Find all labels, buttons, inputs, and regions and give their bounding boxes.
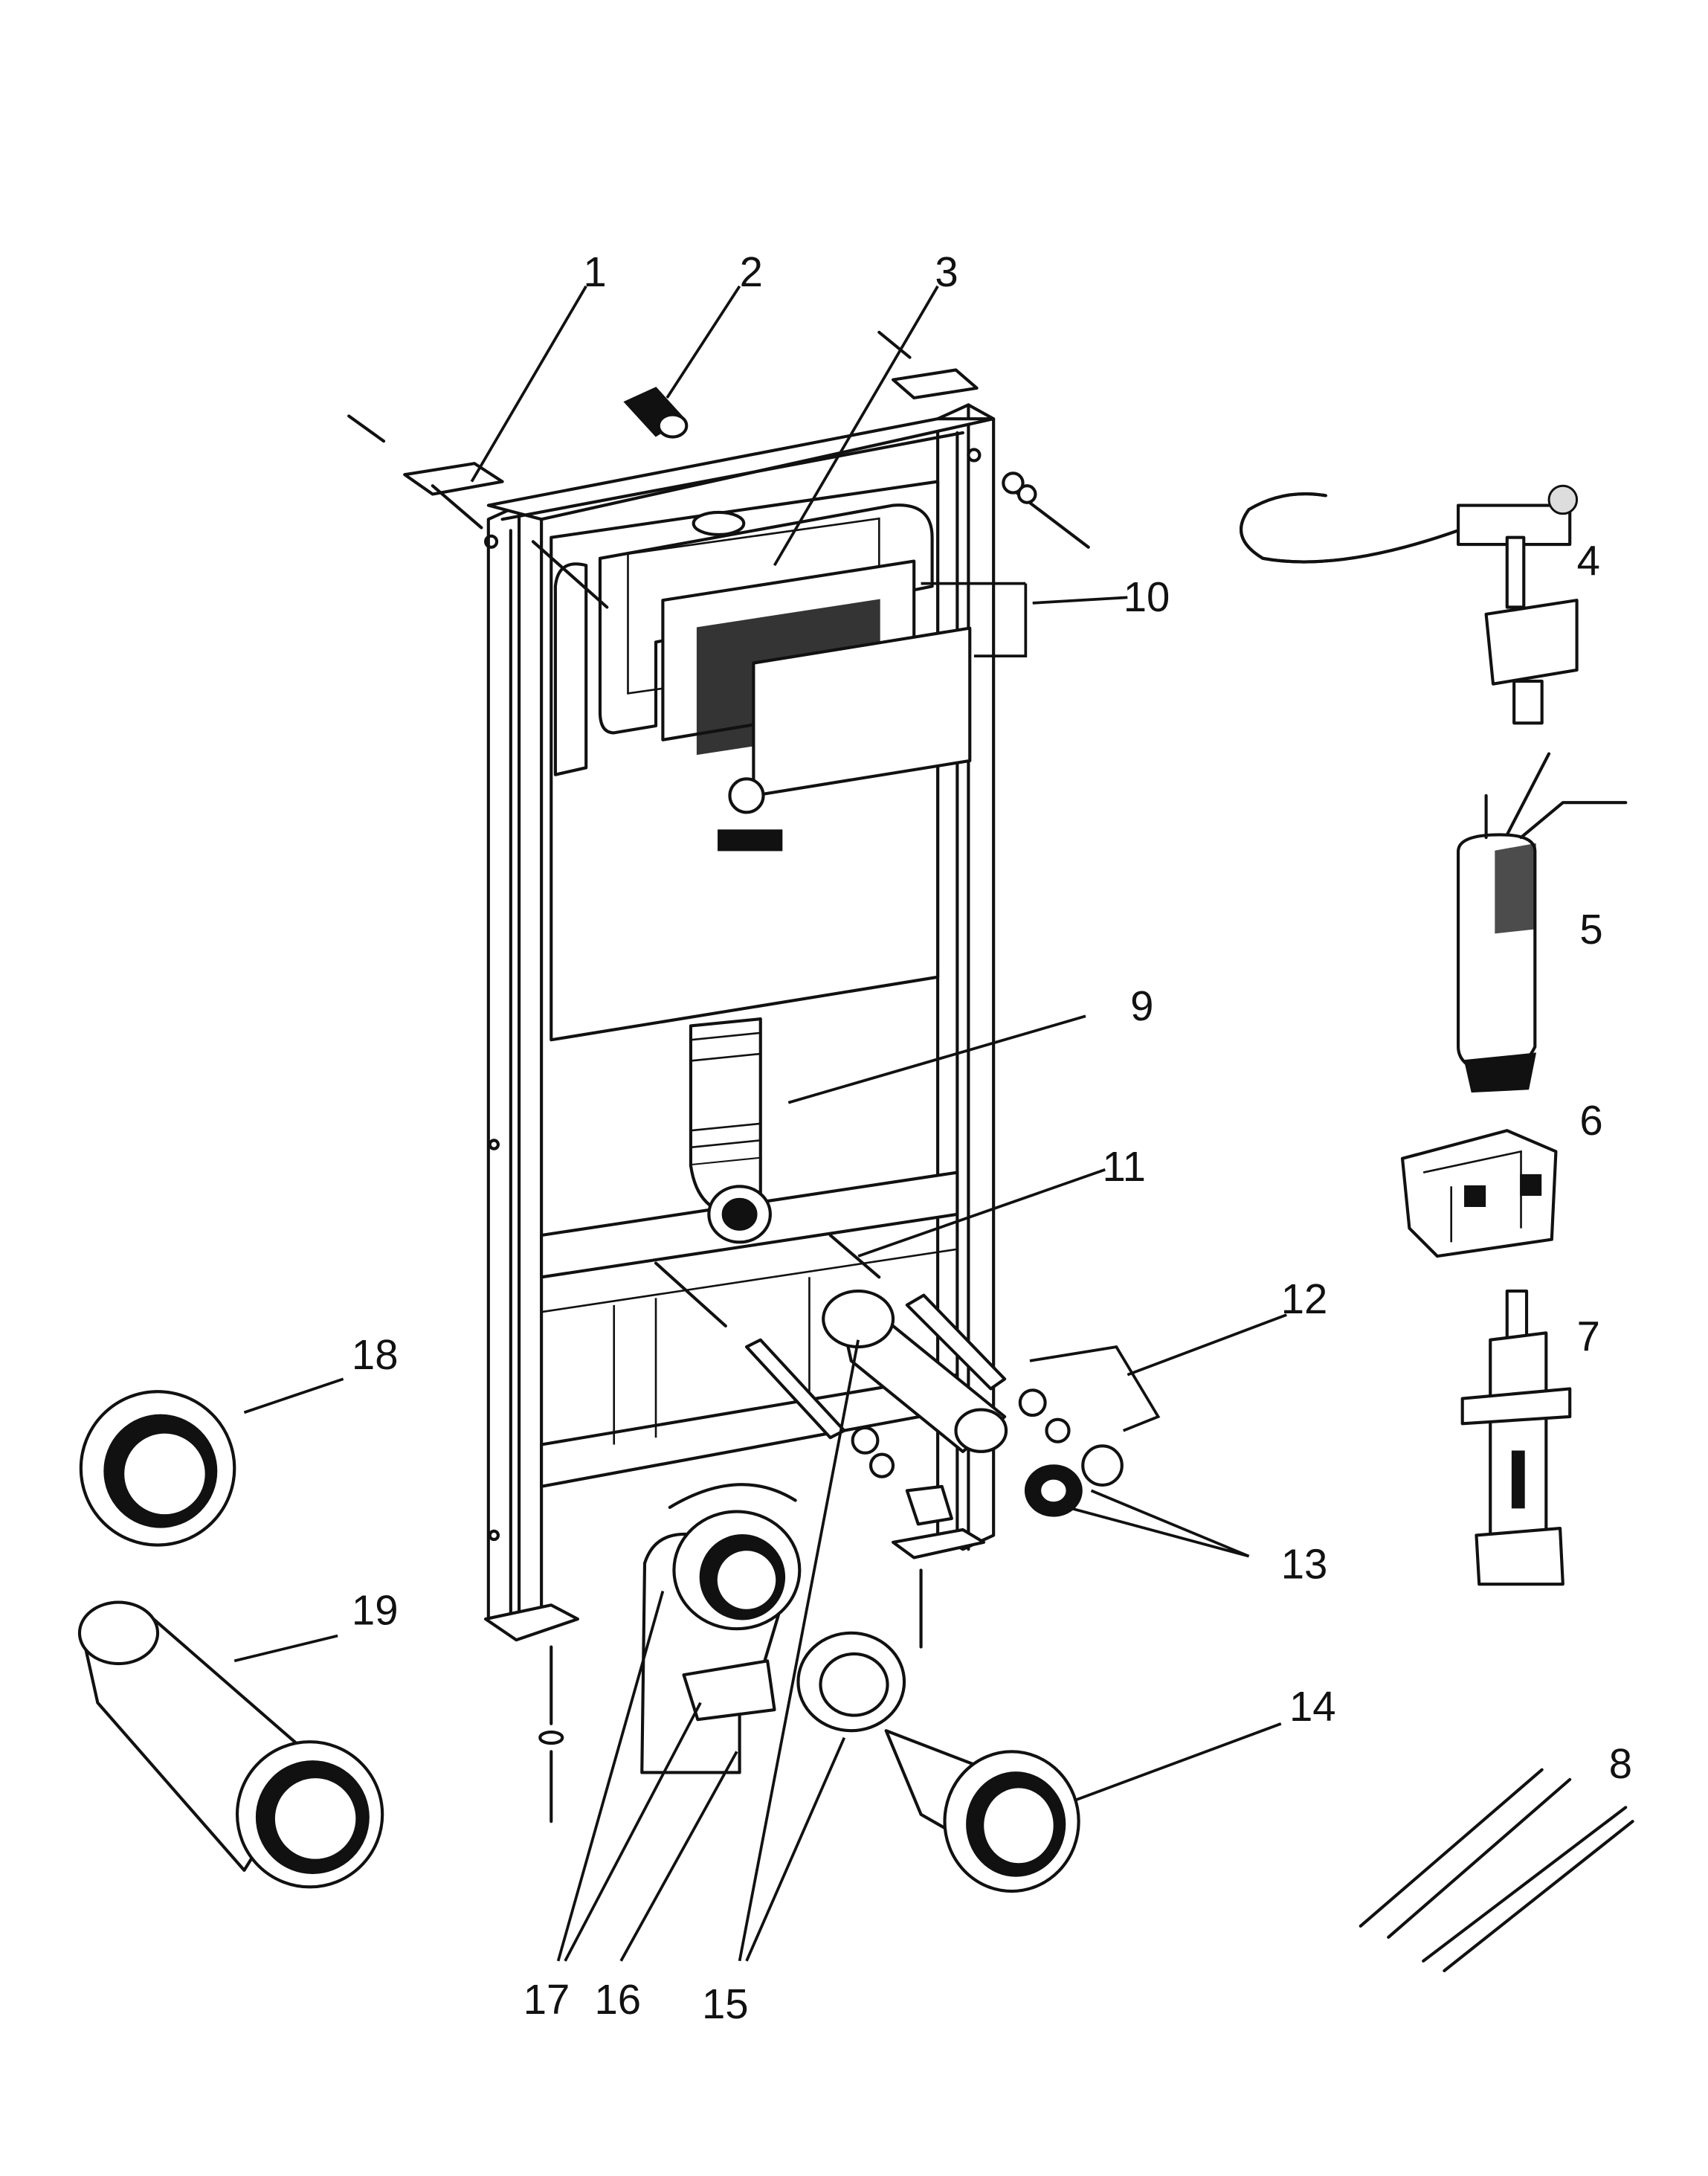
fill-valve	[1240, 484, 1579, 725]
callout-9: 9	[1130, 982, 1153, 1029]
connection-pipe	[822, 1289, 1008, 1453]
long-pan-connector	[77, 1600, 384, 1889]
callout-12: 12	[1281, 1275, 1328, 1322]
callout-labels: 1 2 3 4 5 6 7 8 9 10 11 12 13 14 15 16 1…	[352, 248, 1632, 2027]
plugs	[1024, 1444, 1124, 1517]
valve-holder	[1460, 1289, 1572, 1586]
callout-7: 7	[1577, 1313, 1600, 1360]
callout-8: 8	[1609, 1740, 1632, 1787]
callout-19: 19	[352, 1587, 399, 1634]
waste-bend	[640, 1483, 802, 1774]
callout-13: 13	[1281, 1541, 1328, 1588]
pan-connector	[796, 1631, 1080, 1893]
callout-17: 17	[523, 1976, 570, 2023]
ring-connector	[79, 1390, 236, 1547]
water-connector	[623, 387, 689, 439]
callout-6: 6	[1579, 1097, 1602, 1144]
callout-11: 11	[1103, 1143, 1146, 1190]
callout-1: 1	[583, 248, 606, 295]
callout-16: 16	[594, 1976, 641, 2023]
threaded-rods	[1359, 1768, 1634, 1973]
bolts	[347, 330, 1090, 1823]
callout-10: 10	[1124, 573, 1170, 620]
callout-3: 3	[935, 248, 958, 295]
callout-18: 18	[352, 1331, 399, 1378]
callout-4: 4	[1577, 537, 1600, 584]
valve-bracket	[1400, 1129, 1558, 1258]
cistern	[550, 480, 972, 1042]
callout-2: 2	[740, 248, 763, 295]
callout-5: 5	[1579, 906, 1602, 953]
leader-lines	[233, 285, 1287, 1962]
callout-14: 14	[1289, 1683, 1336, 1730]
flush-valve	[1457, 752, 1628, 1093]
callout-15: 15	[702, 1980, 749, 2027]
flush-pipe	[689, 1017, 772, 1244]
